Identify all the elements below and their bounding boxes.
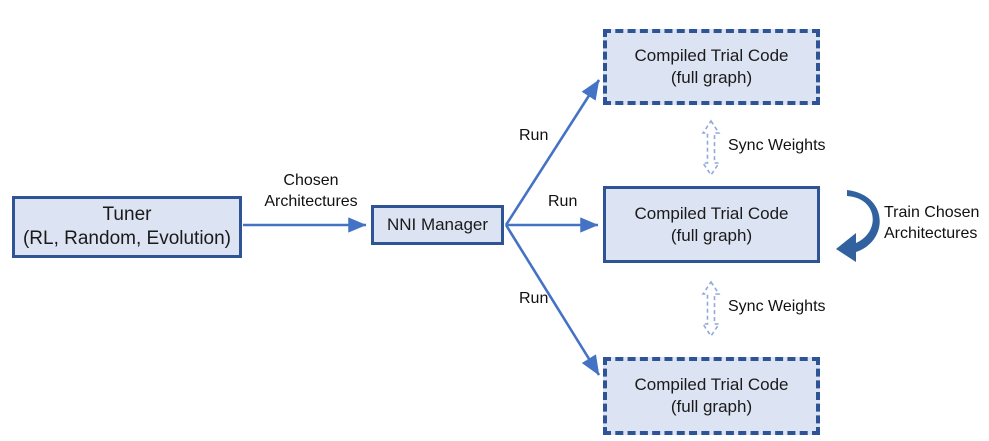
node-trial-code-top-line2: (full graph): [670, 68, 753, 87]
node-tuner-line1: Tuner: [102, 203, 152, 225]
edge-label-train-line1: Train Chosen: [884, 204, 980, 221]
node-trial-code-middle[interactable]: Compiled Trial Code (full graph): [603, 186, 820, 263]
node-trial-code-top[interactable]: Compiled Trial Code (full graph): [603, 29, 820, 105]
edge-label-run-middle: Run: [548, 193, 578, 210]
node-tuner-line2: (RL, Random, Evolution): [22, 228, 232, 249]
node-trial-code-middle-line2: (full graph): [670, 225, 753, 245]
edge-label-train-chosen-architectures: Train Chosen Architectures: [884, 203, 988, 245]
edge-label-chosen-architectures: Chosen Architectures: [256, 171, 366, 213]
node-trial-code-middle-line1: Compiled Trial Code: [634, 203, 789, 223]
edge-label-chosen-architectures-line2: Architectures: [264, 192, 358, 210]
node-tuner[interactable]: Tuner (RL, Random, Evolution): [12, 196, 242, 258]
node-trial-code-bottom-line1: Compiled Trial Code: [634, 375, 789, 395]
node-nni-manager[interactable]: NNI Manager: [371, 205, 504, 245]
node-trial-code-bottom-line2: (full graph): [670, 397, 753, 416]
node-trial-code-bottom[interactable]: Compiled Trial Code (full graph): [603, 357, 820, 435]
edge-label-train-line2: Architectures: [884, 224, 978, 242]
sync-weights-arrow-top: [701, 119, 721, 177]
train-loop-arrow: [836, 190, 880, 262]
edge-label-chosen-architectures-line1: Chosen: [283, 172, 339, 189]
node-nni-manager-line1: NNI Manager: [386, 215, 489, 235]
edge-label-run-bottom: Run: [519, 290, 549, 307]
edge-label-sync-weights-bottom: Sync Weights: [728, 298, 826, 315]
edge-label-run-top: Run: [519, 127, 549, 144]
edge-label-sync-weights-top: Sync Weights: [728, 137, 826, 154]
sync-weights-arrow-bottom: [701, 280, 721, 338]
node-trial-code-top-line1: Compiled Trial Code: [634, 46, 789, 66]
